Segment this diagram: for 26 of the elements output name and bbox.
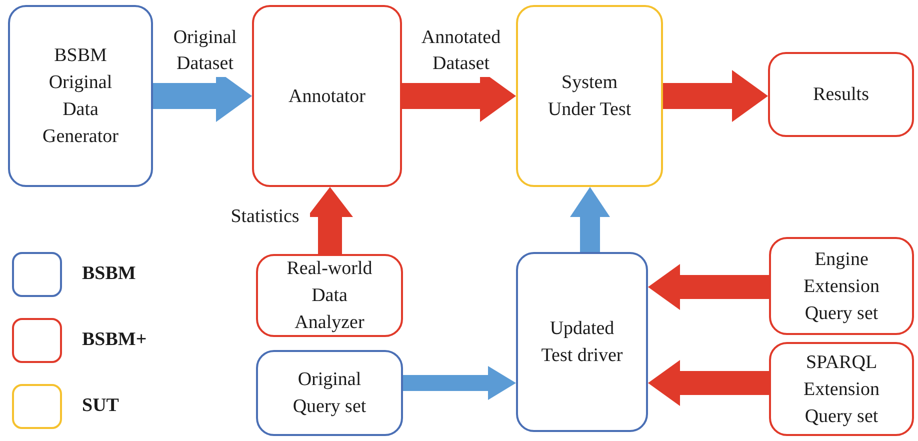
process-box xyxy=(516,252,648,432)
box-label: System Under Test xyxy=(546,71,632,122)
legend-label: BSBM xyxy=(82,262,136,286)
block-arrow xyxy=(403,366,516,400)
process-box xyxy=(252,5,402,187)
box-label: Results xyxy=(813,83,869,107)
process-box xyxy=(8,5,153,187)
block-arrow xyxy=(663,70,768,122)
process-box xyxy=(768,52,914,137)
box-label: Real-world Data Analyzer xyxy=(286,257,374,335)
box-label: Original Query set xyxy=(292,368,368,419)
process-box xyxy=(256,254,403,337)
block-arrow xyxy=(648,264,769,310)
box-label: Annotator xyxy=(288,84,366,108)
box-label: Updated Test driver xyxy=(540,317,624,368)
box-label: Engine Extension Query set xyxy=(802,248,880,326)
block-arrow xyxy=(570,187,610,252)
legend-label: SUT xyxy=(82,394,119,418)
process-box xyxy=(769,237,914,335)
process-box xyxy=(516,5,663,187)
box-label: BSBM Original Data Generator xyxy=(42,44,120,149)
box-label: SPARQL Extension Query set xyxy=(802,350,880,428)
block-arrow xyxy=(648,360,769,406)
process-box xyxy=(256,350,403,436)
legend-label: BSBM+ xyxy=(82,328,147,352)
process-box xyxy=(769,342,914,436)
